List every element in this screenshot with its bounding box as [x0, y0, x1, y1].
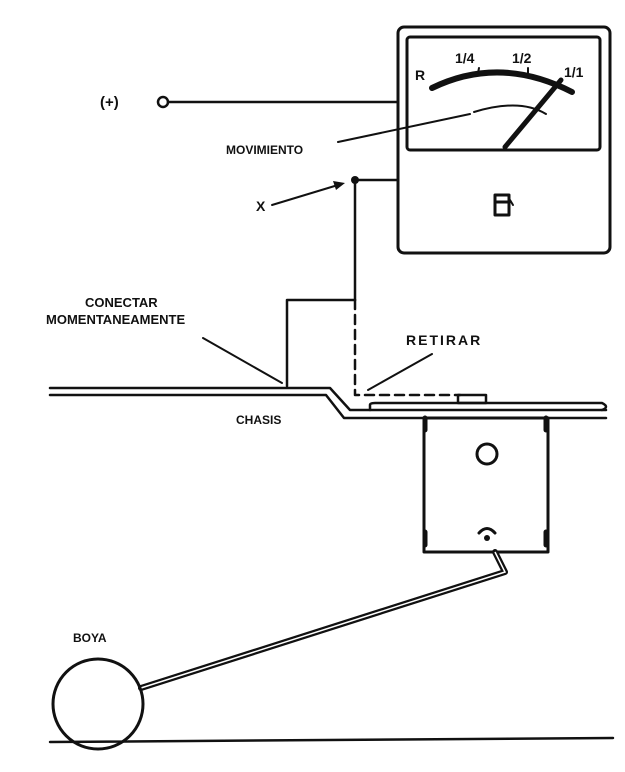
positive-terminal [156, 95, 170, 109]
scale-label-full: 1/1 [564, 64, 584, 80]
scale-label-half: 1/2 [512, 50, 532, 66]
fuel-sender-unit [422, 415, 550, 554]
float-label: BOYA [73, 631, 107, 645]
positive-terminal-label: (+) [100, 94, 119, 111]
arrow-head [333, 181, 345, 190]
scale-label-quarter: 1/4 [455, 50, 475, 66]
momentary-jumper [285, 298, 357, 388]
point-x-label: X [256, 198, 266, 214]
point-x-arrow [271, 184, 339, 206]
float [51, 657, 145, 751]
movement-label: MOVIMIENTO [226, 143, 303, 157]
gauge-housing [396, 25, 612, 255]
movement-leader [337, 113, 471, 143]
fuel-gauge: R 1/4 1/2 1/1 [396, 25, 612, 255]
fuel-pump-icon [493, 193, 514, 217]
connect-label-line2: MOMENTANEAMENTE [46, 312, 185, 327]
float-arm [138, 549, 508, 691]
movement-curve [473, 104, 547, 115]
gauge-dial-window [405, 35, 602, 152]
chassis-label: CHASIS [236, 413, 281, 427]
connect-leader [202, 337, 283, 384]
fuel-level-line [48, 736, 615, 744]
connect-label-line1: CONECTAR [85, 295, 158, 310]
scale-label-r: R [415, 67, 425, 83]
removed-wire-dashed [353, 298, 462, 397]
remove-leader [367, 353, 433, 391]
gauge-needle [502, 77, 564, 150]
chassis [48, 386, 608, 420]
tick-quarter [477, 67, 480, 74]
remove-label: RETIRAR [406, 332, 482, 348]
